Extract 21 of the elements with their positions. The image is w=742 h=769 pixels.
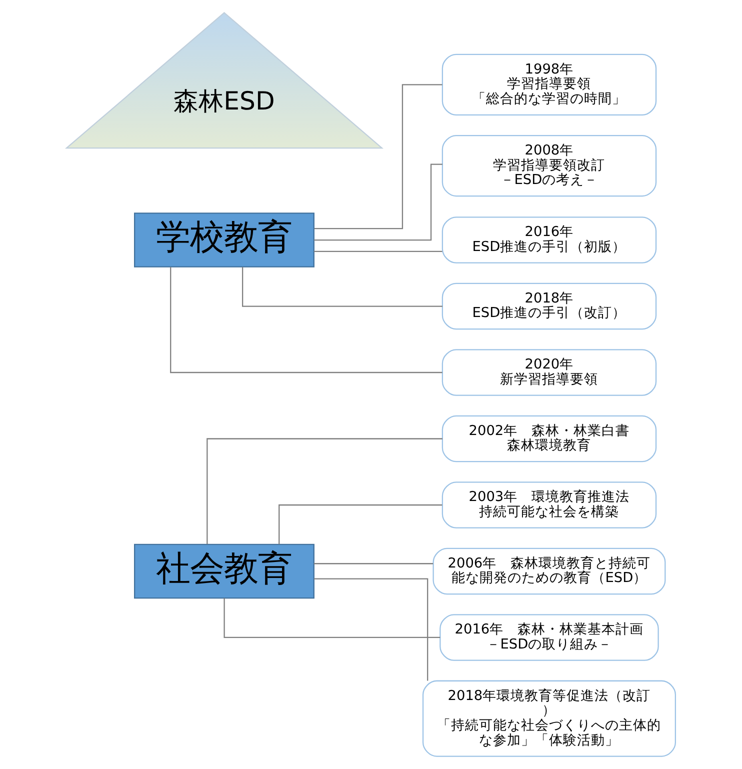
node-box: 2016年 ESD推進の手引（初版） [442,216,657,264]
node-box: 1998年 学習指導要領 「総合的な学習の時間」 [442,54,657,116]
node-box: 2018年 ESD推進の手引（改訂） [442,282,657,330]
node-box: 2002年 森林・林業白書 森林環境教育 [442,415,657,462]
node-box: 学校教育 [134,212,314,268]
connector [206,438,442,544]
connector [314,250,442,252]
connector [224,598,440,638]
connector [278,504,442,544]
connector [242,266,442,307]
node-box: 2018年環境教育等促進法（改訂） 「持続可能な社会づくりへの主体的な参加」「体験活動」 [422,680,676,757]
connector [314,84,442,230]
connector [314,563,434,564]
node-box: 2008年 学習指導要領改訂 －ESDの考え－ [442,134,657,197]
node-box: 2006年 森林環境教育と持続可能な開発のための教育（ESD） [432,548,666,595]
connector [314,578,428,681]
node-box: 2016年 森林・林業基本計画 －ESDの取り組み－ [440,614,659,661]
node-box: 2020年 新学習指導要領 [442,349,657,396]
node-box: 2003年 環境教育推進法 持続可能な社会を構築 [442,482,657,528]
connector [170,267,442,374]
node-box: 社会教育 [134,544,314,599]
